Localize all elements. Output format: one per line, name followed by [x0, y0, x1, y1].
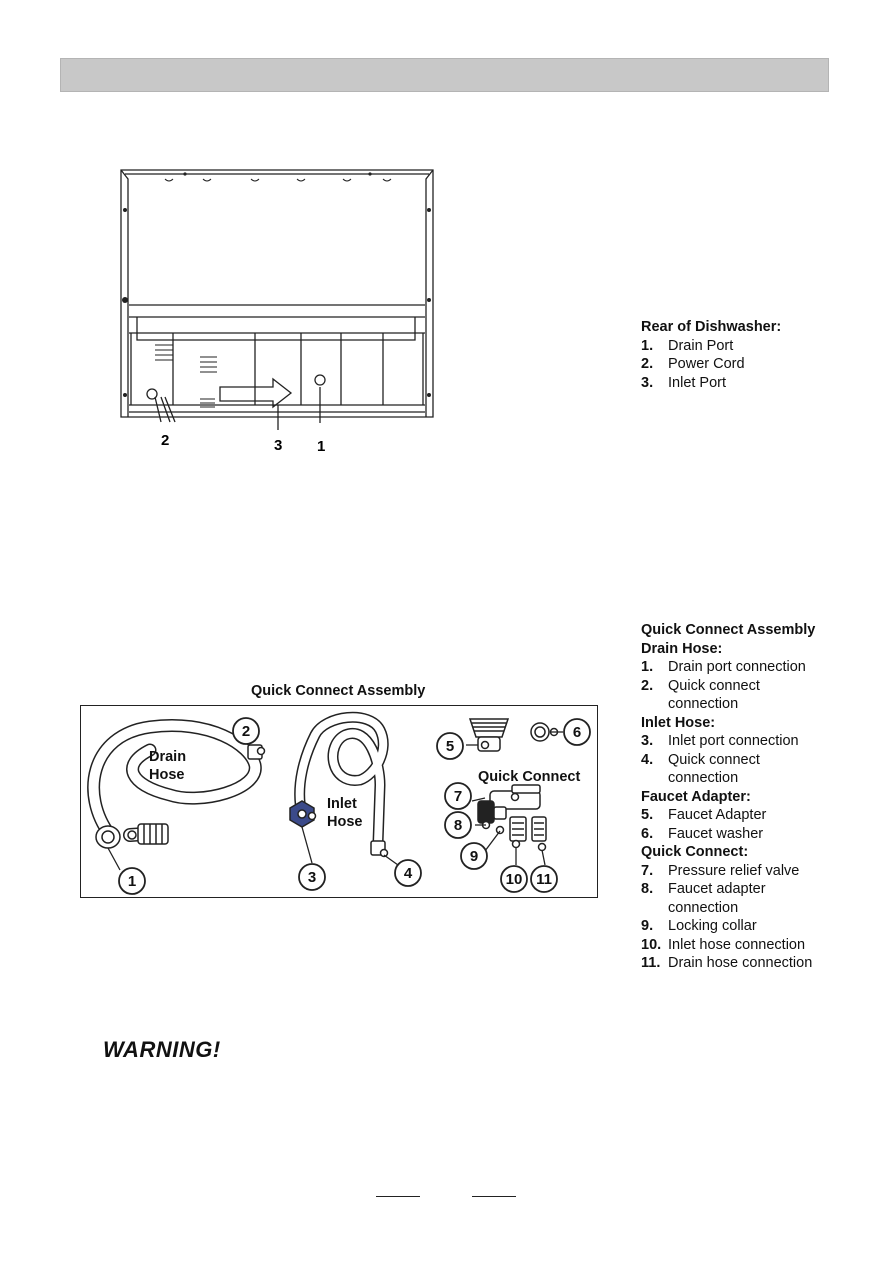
- section-header-bar: [60, 58, 829, 92]
- list-item: 10.Inlet hose connection: [641, 936, 806, 953]
- quick-connect-assembly-diagram: 1 2 3 4 5 6 7 8 9 10 11: [87, 711, 591, 895]
- dishwasher-rear-diagram: 2 3 1: [120, 169, 434, 455]
- callout-3: 3: [274, 437, 282, 454]
- callout-2: 2: [242, 723, 250, 740]
- rear-legend: Rear of Dishwasher: 1.Drain Port 2.Power…: [641, 318, 781, 392]
- callout-2: 2: [161, 432, 169, 449]
- list-item: 5.Faucet Adapter: [641, 807, 767, 823]
- footer-rule-right: [472, 1196, 516, 1197]
- list-item: 1.Drain Port: [641, 337, 734, 354]
- callout-9: 9: [470, 848, 478, 865]
- callout-3: 3: [308, 869, 316, 886]
- list-item: 7.Pressure relief valve: [641, 862, 800, 879]
- callout-8: 8: [454, 817, 462, 834]
- assembly-legend: Quick Connect Assembly Drain Hose: 1.Dra…: [641, 621, 815, 973]
- section-heading: Drain Hose:: [641, 640, 723, 657]
- callout-11: 11: [536, 871, 552, 888]
- assembly-figure-frame: [80, 705, 598, 898]
- list-item: 9.Locking collar: [641, 918, 757, 934]
- list-item: 3.Inlet Port: [641, 374, 727, 391]
- list-item: 2.Quick connect: [641, 677, 760, 694]
- quick-connect-label: Quick Connect: [478, 769, 581, 785]
- section-heading: Quick Connect:: [641, 844, 749, 860]
- list-item-continuation: connection: [668, 899, 739, 916]
- callout-7: 7: [454, 788, 462, 805]
- inlet-hose-label: Inlet Hose: [327, 796, 363, 830]
- list-item: 3.Inlet port connection: [641, 733, 799, 749]
- figure-title: Quick Connect Assembly: [251, 683, 426, 699]
- list-item-continuation: connection: [668, 770, 739, 786]
- list-item: 1.Drain port connection: [641, 659, 806, 675]
- section-heading: Faucet Adapter:: [641, 788, 751, 805]
- warning-heading: WARNING!: [103, 1037, 221, 1062]
- callout-1: 1: [128, 873, 136, 890]
- list-item: 8.Faucet adapter: [641, 881, 766, 897]
- list-item: 6.Faucet washer: [641, 825, 764, 842]
- footer-rule-left: [376, 1196, 420, 1197]
- section-heading: Inlet Hose:: [641, 714, 716, 731]
- callout-1: 1: [317, 438, 325, 455]
- callout-6: 6: [573, 724, 581, 741]
- rear-legend-title: Rear of Dishwasher:: [641, 319, 782, 335]
- callout-5: 5: [446, 738, 454, 755]
- callout-10: 10: [506, 871, 523, 888]
- drain-hose-label: Drain Hose: [149, 749, 187, 783]
- list-item: 4.Quick connect: [641, 751, 760, 768]
- callout-4: 4: [404, 865, 413, 882]
- list-item-continuation: connection: [668, 696, 739, 712]
- assembly-legend-title: Quick Connect Assembly: [641, 622, 816, 638]
- list-item: 11.Drain hose connection: [641, 955, 813, 971]
- list-item: 2.Power Cord: [641, 356, 745, 372]
